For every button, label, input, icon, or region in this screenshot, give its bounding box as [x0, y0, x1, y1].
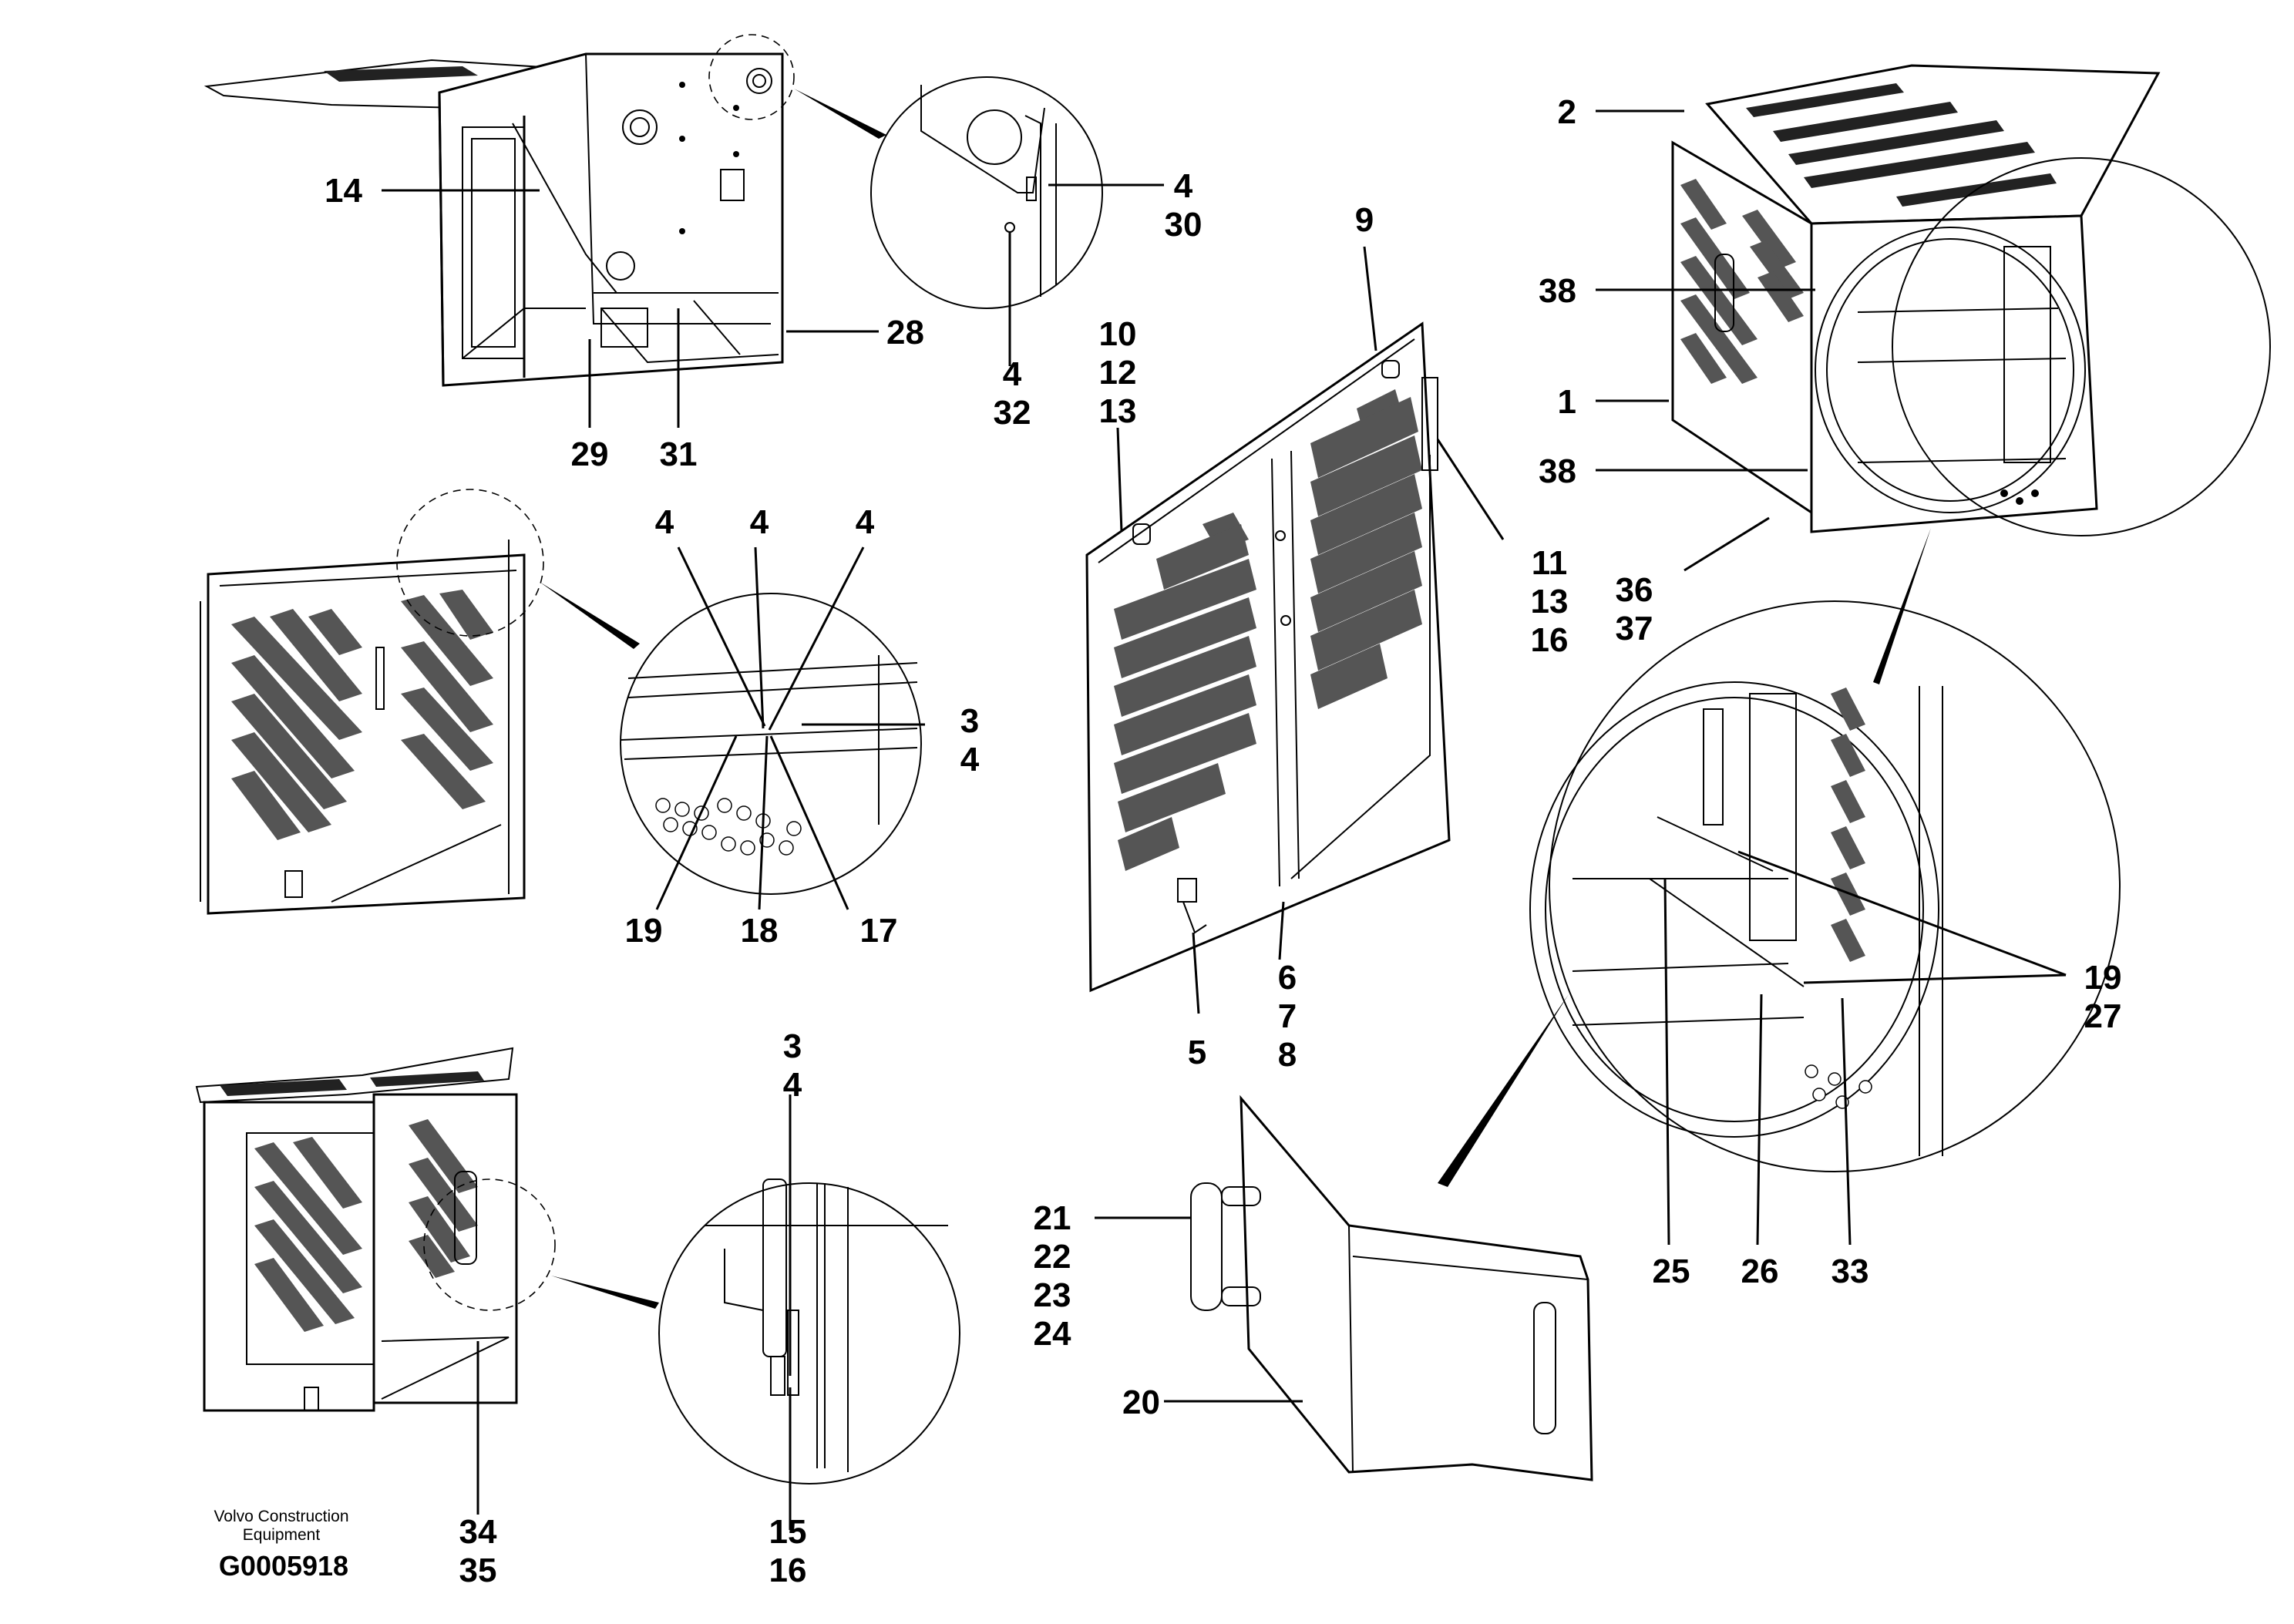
callout-6-7-8-line3: 8: [1278, 1036, 1297, 1074]
callout-28: 28: [886, 314, 924, 351]
view-enclosure: [1671, 64, 2271, 684]
callout-10-12-13-line2: 12: [1099, 354, 1137, 392]
callout-36-37-line2: 37: [1616, 610, 1653, 647]
callout-17: 17: [860, 912, 898, 950]
leader-lines: [382, 109, 2067, 1530]
callout-9: 9: [1355, 201, 1374, 239]
view-cover-handles: [1190, 1094, 1593, 1481]
callout-10-12-13-line3: 13: [1099, 392, 1137, 430]
callout-34-35-line1: 34: [459, 1513, 497, 1551]
view-front-cabinet: [195, 1047, 960, 1484]
callout-6-7-8-line1: 6: [1278, 959, 1297, 997]
footer: Volvo Construction Equipment G0005918: [214, 1508, 348, 1582]
callout-1: 1: [1558, 383, 1576, 421]
callout-34-35-line2: 35: [459, 1552, 497, 1589]
callout-33: 33: [1832, 1252, 1869, 1290]
callout-labels: 2 14 4 30 4 32 28 29 31 9 10 12 13 11 13…: [325, 93, 2121, 1589]
callout-19-27-line1: 19: [2084, 959, 2122, 997]
callout-10-12-13-line1: 10: [1099, 315, 1137, 353]
callout-4-right: 4: [856, 503, 875, 541]
callout-11-13-16-line2: 13: [1531, 583, 1569, 620]
callout-4-30-line1: 4: [1174, 167, 1193, 205]
callout-21-24-line3: 23: [1034, 1276, 1071, 1314]
view-side-panel: [200, 489, 922, 915]
callout-15-16-line2: 16: [769, 1552, 807, 1589]
callout-26: 26: [1741, 1252, 1779, 1290]
drawing-code: G0005918: [219, 1550, 348, 1582]
callout-19: 19: [625, 912, 663, 950]
callout-21-24-line4: 24: [1034, 1315, 1071, 1353]
callout-31: 31: [660, 435, 698, 473]
callout-19-27-line2: 27: [2084, 997, 2122, 1035]
callout-11-13-16-line1: 11: [1532, 544, 1568, 582]
company-name-line1: Volvo Construction: [214, 1508, 348, 1525]
callout-38-bottom: 38: [1539, 452, 1576, 490]
callout-21-24-line1: 21: [1034, 1199, 1071, 1237]
callout-29: 29: [571, 435, 609, 473]
callout-36-37-line1: 36: [1616, 571, 1653, 609]
callout-18: 18: [741, 912, 779, 950]
view-interior-detail: [1438, 600, 2121, 1187]
callout-6-7-8-line2: 7: [1278, 997, 1297, 1035]
callout-4-32-line1: 4: [1003, 355, 1022, 393]
callout-4-left: 4: [655, 503, 674, 541]
callout-3-4-top-line1: 3: [783, 1027, 802, 1065]
callout-3-4-top-line2: 4: [783, 1066, 802, 1104]
callout-20: 20: [1122, 1384, 1160, 1421]
callout-2: 2: [1558, 93, 1576, 131]
callout-25: 25: [1653, 1252, 1690, 1290]
callout-4-30-line2: 30: [1165, 206, 1202, 244]
callout-15-16-line1: 15: [769, 1513, 807, 1551]
callout-14: 14: [325, 172, 362, 210]
view-open-frame: [204, 34, 1103, 387]
callout-38-top: 38: [1539, 272, 1576, 310]
callout-11-13-16-line3: 16: [1531, 621, 1569, 659]
company-name-line2: Equipment: [243, 1526, 321, 1544]
callout-5: 5: [1188, 1034, 1206, 1071]
callout-3-4-line2: 4: [960, 741, 980, 778]
callout-4-middle: 4: [750, 503, 769, 541]
callout-4-32-line2: 32: [994, 394, 1031, 432]
callout-21-24-line2: 22: [1034, 1238, 1071, 1276]
view-door-panel: [1085, 321, 1451, 993]
callout-3-4-line1: 3: [960, 702, 979, 740]
